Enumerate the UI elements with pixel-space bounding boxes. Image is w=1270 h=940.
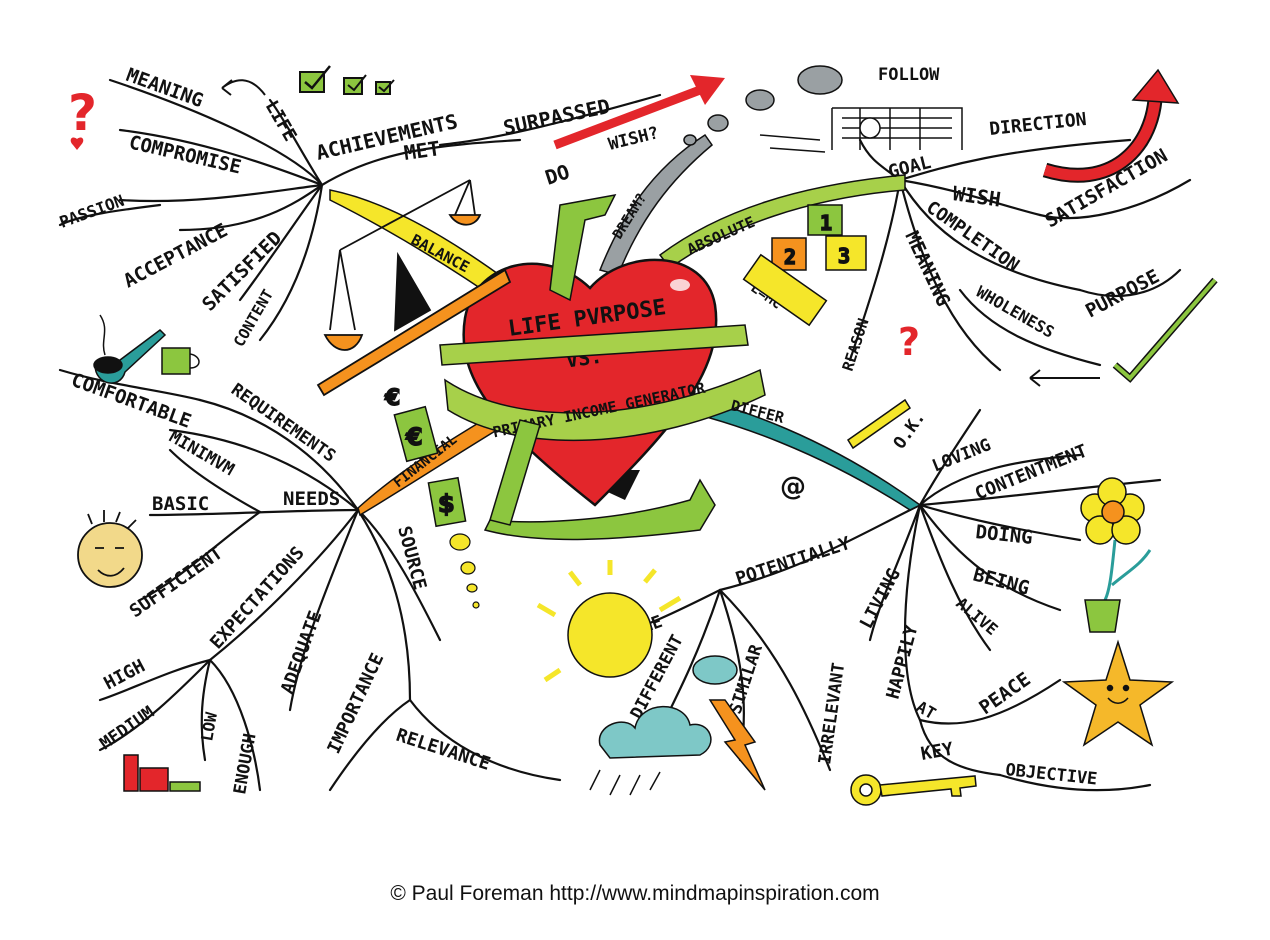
word-adequate: ADEQUATE: [277, 608, 326, 697]
svg-text:?: ?: [68, 84, 97, 142]
heart-group: LIFE PVRPOSE VS.: [462, 258, 718, 507]
curved-arrow-icon: [221, 79, 266, 96]
word-basic: BASIC: [152, 493, 209, 515]
rain-cloud-icon: [589, 705, 712, 796]
absolute-branch: [658, 174, 906, 270]
word-do: DO: [542, 159, 572, 189]
word-high: HIGH: [100, 656, 148, 695]
word-wish: WISH: [951, 181, 1002, 211]
sun-icon: [536, 560, 682, 683]
question-mark-icon: ?: [68, 84, 97, 150]
key-icon: [850, 774, 977, 806]
block-2: 2: [784, 245, 796, 269]
smiley-face-icon: [77, 510, 143, 588]
word-doing: DOING: [974, 521, 1033, 549]
word-being: BEING: [971, 564, 1032, 600]
copyright-footer: © Paul Foreman http://www.mindmapinspira…: [390, 882, 880, 905]
word-comfortable: COMFORTABLE: [68, 369, 194, 433]
word-reason: REASON: [839, 316, 873, 373]
checkbox-icons: [299, 65, 395, 95]
word-wholeness: WHOLENESS: [973, 282, 1058, 342]
svg-text:€: €: [384, 386, 400, 411]
words-right: O.K. LOVING CONTENTMENT DOING BEING ALIV…: [856, 408, 1098, 790]
word-meaning-tl: MEANING: [123, 64, 206, 112]
cloud-icons: [683, 65, 843, 146]
bar-chart-icon: [123, 754, 201, 792]
question-mark-icon-2: ?: [898, 320, 920, 364]
word-follow: FOLLOW: [878, 65, 940, 85]
dream-branch: [598, 133, 714, 276]
word-acceptance: ACCEPTANCE: [120, 219, 231, 292]
word-irrelevant: IRRELEVANT: [815, 662, 849, 766]
word-low: LOW: [197, 711, 221, 743]
differ-branch: [654, 389, 922, 511]
number-blocks-icon: 1 2 3: [771, 204, 867, 271]
word-goal: GOAL: [886, 152, 933, 183]
word-needs: NEEDS: [283, 488, 340, 510]
word-wish-q: WISH?: [606, 123, 661, 155]
word-objective: OBJECTIVE: [1004, 760, 1098, 790]
word-direction: DIRECTION: [988, 109, 1087, 140]
heart-icon: [462, 258, 718, 507]
cup-icon: [161, 347, 200, 375]
word-happily: HAPPILY: [883, 622, 923, 701]
word-living: LIVING: [856, 565, 905, 632]
thick-branches: [329, 133, 922, 517]
svg-text:$: $: [438, 490, 455, 518]
word-satisfaction: SATISFACTION: [1042, 145, 1172, 233]
svg-text:€: €: [405, 423, 423, 451]
word-importance: IMPORTANCE: [323, 650, 388, 757]
pencil-icon: [846, 398, 912, 450]
flower-icon: [1080, 477, 1152, 633]
word-life: LIFE: [261, 97, 301, 145]
word-medium: MEDIUM: [96, 702, 158, 754]
star-icon: [1061, 639, 1175, 747]
red-arrow-icon: [553, 75, 725, 150]
money-icon: € $ €: [383, 385, 467, 528]
word-source: SOURCE: [393, 524, 430, 592]
pipe-icon: [93, 314, 167, 384]
block-3: 3: [838, 244, 850, 268]
at-sign-icon: @: [780, 472, 806, 502]
word-meaning-r: MEANING: [900, 228, 954, 310]
cloud-icon-small: [692, 655, 738, 685]
word-potentially: POTENTIALLY: [733, 533, 853, 590]
block-1: 1: [820, 211, 832, 235]
word-content: CONTENT: [230, 286, 277, 350]
word-met: MET: [402, 136, 441, 165]
ribbon-banner: PRIMARY INCOME GENERATOR: [439, 193, 766, 541]
scales-icon: [316, 179, 512, 397]
red-curved-arrow-icon: [1042, 68, 1180, 183]
goal-net-icon: [759, 107, 963, 153]
word-passion: PASSION: [57, 191, 127, 232]
emc2-box: [742, 253, 828, 327]
word-at: AT: [913, 697, 939, 723]
thought-bubbles-icon: [449, 533, 480, 609]
small-arrow-icon: [1029, 369, 1100, 387]
word-compromise: COMPROMISE: [127, 131, 243, 178]
lightning-icon: [708, 699, 766, 791]
